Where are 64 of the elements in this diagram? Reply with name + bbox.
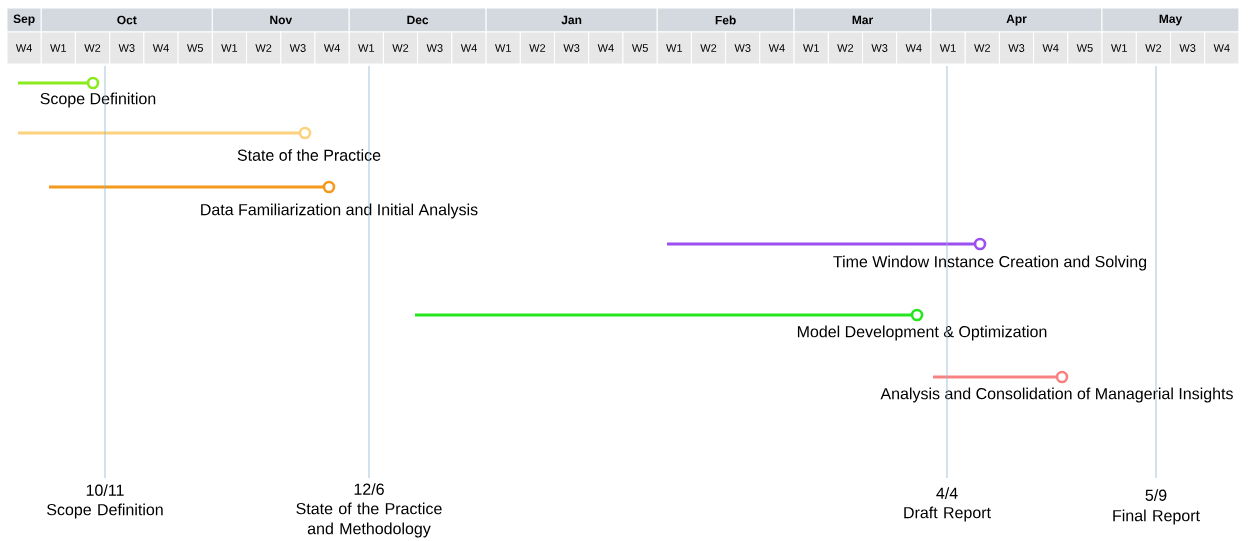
milestone-label: Draft Report [904,506,991,522]
week-header-cell: W3 [109,31,145,65]
week-header-cell: W4 [896,31,932,65]
milestone-label: 5/9 [1145,489,1167,501]
milestone-label: 4/4 [936,487,958,499]
week-header-cell: W1 [1101,31,1137,65]
node-label: Scope Definition [40,92,156,108]
week-header-cell: W4 [451,31,487,65]
month-header-cell: Apr [930,7,1103,33]
month-header-cell: Dec [348,7,487,33]
month-header-cell: Nov [211,7,350,33]
week-header-cell: W3 [998,31,1035,65]
task-bar: Model Development & Optimization [415,308,1047,341]
task-bar: Scope Definition [18,76,156,108]
week-header-cell: W4 [759,31,795,65]
milestone-label: Final Report [1113,509,1200,525]
week-header-cell: W3 [417,31,453,65]
node-label: Model Development & Optimization [797,325,1047,341]
week-header-cell: W5 [177,31,213,65]
milestone-label: State of the Practice and Methodology [296,502,442,538]
week-header-cell: W1 [211,31,247,65]
task-bar: State of the Practice [18,126,381,161]
month-header-cell: Mar [793,7,932,33]
month-header-cell: Feb [656,7,795,33]
week-header-cell: W4 [314,31,350,65]
week-header-cell: W1 [485,31,521,65]
week-header-cell: W3 [1170,31,1206,65]
week-header-cell: W4 [588,31,624,65]
week-header-cell: W3 [862,31,898,65]
week-header-cell: W1 [793,31,829,65]
week-header-cell: W2 [1135,31,1171,65]
week-header-cell: W2 [964,31,1000,65]
week-header-cell: W1 [348,31,384,65]
week-header-cell: W4 [1204,31,1240,65]
week-header-cell: W4 [6,31,42,65]
milestone-label: 10/11 [86,484,124,496]
week-header-cell: W2 [382,31,419,65]
week-header-cell: W3 [554,31,590,65]
node-label: State of the Practice [237,149,381,161]
week-header-cell: W1 [656,31,692,65]
node-label: Time Window Instance Creation and Solving [833,255,1147,271]
month-header-cell: May [1101,7,1240,33]
week-header-cell: W1 [40,31,76,65]
week-header-cell: W1 [930,31,966,65]
month-header-cell: Jan [485,7,658,33]
milestone-label: Scope Definition [47,503,163,519]
week-header-cell: W2 [519,31,555,65]
task-bar: Analysis and Consolidation of Managerial Insights [880,370,1233,403]
week-header-cell: W2 [74,31,111,65]
node-label: Data Familiarization and Initial Analysis [201,203,478,219]
node-label: Analysis and Consolidation of Managerial Insights [880,387,1233,403]
week-header-cell: W5 [622,31,658,65]
week-header-cell: W2 [690,31,727,65]
task-bar: Data Familiarization and Initial Analysis [49,180,478,219]
week-header-cell: W4 [143,31,179,65]
month-header-cell: Sep [6,7,42,33]
milestone-label: 12/6 [354,483,384,495]
week-header-cell: W3 [725,31,761,65]
week-header-cell: W5 [1067,31,1103,65]
week-header-cell: W4 [1033,31,1069,65]
week-header-cell: W2 [246,31,282,65]
task-bar: Time Window Instance Creation and Solving [667,237,1147,271]
week-header-cell: W3 [280,31,316,65]
week-header-cell: W2 [827,31,863,65]
